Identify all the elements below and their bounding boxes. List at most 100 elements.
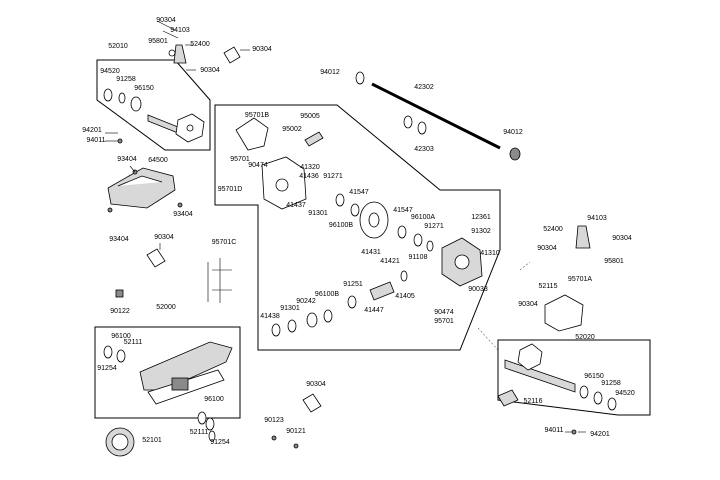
part-label-91258-b: 91258 bbox=[601, 380, 621, 387]
rear-axle-shaft bbox=[371, 82, 501, 150]
part-label-94520-b: 94520 bbox=[615, 390, 635, 397]
bearing bbox=[413, 233, 423, 247]
seal-ring bbox=[103, 345, 113, 359]
part-label-90123: 90123 bbox=[264, 417, 284, 424]
part-label-12361: 12361 bbox=[471, 214, 491, 221]
clip-wire bbox=[223, 46, 241, 64]
part-label-41320: 41320 bbox=[300, 164, 320, 171]
seal-ring bbox=[347, 295, 357, 309]
arrow-final-drive-to-rear bbox=[477, 327, 499, 351]
part-label-95701c: 95701C bbox=[211, 239, 237, 246]
part-label-96100-a: 96100 bbox=[111, 333, 131, 340]
part-label-64500: 64500 bbox=[148, 157, 168, 164]
part-label-96100-b: 96100 bbox=[204, 396, 224, 403]
part-label-90304-a: 90304 bbox=[156, 17, 176, 24]
part-label-94103-a: 94103 bbox=[170, 27, 190, 34]
hose-clip bbox=[146, 248, 166, 268]
part-label-52101: 52101 bbox=[142, 437, 162, 444]
bearing bbox=[205, 417, 215, 431]
bracket-rib bbox=[117, 175, 163, 187]
part-label-95701-b: 95701 bbox=[434, 318, 454, 325]
part-label-41438: 41438 bbox=[260, 313, 280, 320]
part-label-41405: 41405 bbox=[395, 293, 415, 300]
seal-ring bbox=[271, 323, 281, 337]
housing-hole bbox=[454, 254, 470, 270]
part-label-90304-d: 90304 bbox=[154, 234, 174, 241]
part-label-94103-b: 94103 bbox=[587, 215, 607, 222]
gear-case-hole bbox=[275, 178, 289, 192]
part-label-91271-b: 91271 bbox=[424, 223, 444, 230]
leader-line bbox=[129, 165, 136, 173]
part-label-96100b-b: 96100B bbox=[314, 291, 340, 298]
rubber-boot-right bbox=[575, 225, 591, 249]
part-label-93404-b: 93404 bbox=[173, 211, 193, 218]
part-label-41436: 41436 bbox=[299, 173, 319, 180]
bolt-90121 bbox=[293, 443, 299, 449]
part-label-90304-b: 90304 bbox=[200, 67, 220, 74]
part-label-95701-a: 95701 bbox=[230, 156, 250, 163]
front-driveshaft bbox=[147, 114, 179, 134]
part-label-41437: 41437 bbox=[286, 202, 306, 209]
bracket-52116 bbox=[497, 389, 519, 407]
part-label-91254-a: 91254 bbox=[97, 365, 117, 372]
bolt-90123 bbox=[271, 435, 277, 441]
bearing bbox=[509, 147, 521, 161]
seal-ring bbox=[323, 309, 333, 323]
seal-ring bbox=[197, 411, 207, 425]
part-label-96150-b: 96150 bbox=[584, 373, 604, 380]
part-label-90304-h: 90304 bbox=[306, 381, 326, 388]
bracket-52115 bbox=[544, 294, 584, 332]
part-label-91251: 91251 bbox=[343, 281, 363, 288]
bearing bbox=[355, 71, 365, 85]
clamp-ring bbox=[168, 49, 176, 57]
part-label-52115: 52115 bbox=[538, 283, 558, 290]
part-label-52400-b: 52400 bbox=[543, 226, 563, 233]
seal-ring bbox=[400, 270, 408, 282]
group-box-rear-driveshaft bbox=[497, 339, 651, 416]
rear-flange bbox=[517, 343, 543, 371]
part-label-96100b-a: 96100B bbox=[328, 222, 354, 229]
part-label-90304-e: 90304 bbox=[612, 235, 632, 242]
part-label-52010: 52010 bbox=[108, 43, 128, 50]
part-label-90122: 90122 bbox=[110, 308, 130, 315]
arrow-rear-up bbox=[519, 261, 531, 271]
bearing bbox=[350, 203, 360, 217]
case-gasket bbox=[235, 117, 269, 151]
seal-ring bbox=[607, 397, 617, 411]
part-label-90304-c: 90304 bbox=[252, 46, 272, 53]
part-label-93404-a: 93404 bbox=[117, 156, 137, 163]
part-label-90033: 90033 bbox=[468, 286, 488, 293]
part-label-52020: 52020 bbox=[575, 334, 595, 341]
part-label-91302: 91302 bbox=[471, 228, 491, 235]
part-label-42302: 42302 bbox=[414, 84, 434, 91]
part-label-95005: 95005 bbox=[300, 113, 320, 120]
part-label-91301-b: 91301 bbox=[280, 305, 300, 312]
part-label-91301-a: 91301 bbox=[308, 210, 328, 217]
part-label-90474-a: 90474 bbox=[248, 162, 268, 169]
rubber-boot-left bbox=[173, 44, 187, 64]
bracket-bolt bbox=[177, 202, 183, 208]
part-label-94520-a: 94520 bbox=[100, 68, 120, 75]
group-box-swingarm bbox=[94, 326, 241, 419]
boot-ring bbox=[111, 433, 129, 451]
part-label-94011-a: 94011 bbox=[86, 137, 106, 144]
clip-90304 bbox=[302, 393, 322, 413]
bracket-bolt bbox=[107, 207, 113, 213]
part-label-41447: 41447 bbox=[364, 307, 384, 314]
leader-line bbox=[162, 30, 179, 39]
bearing bbox=[130, 96, 142, 112]
plug-90122 bbox=[115, 289, 124, 298]
bolt-head bbox=[117, 138, 123, 144]
seal-ring bbox=[426, 240, 434, 252]
flange-hole bbox=[186, 124, 194, 132]
part-label-52111-b: 52111 bbox=[189, 429, 209, 436]
seal-ring bbox=[397, 225, 407, 239]
swingarm-body bbox=[139, 341, 233, 391]
part-label-90242: 90242 bbox=[296, 298, 316, 305]
snap-ring bbox=[208, 430, 216, 442]
part-label-95701d: 95701D bbox=[217, 186, 243, 193]
part-label-95701a: 95701A bbox=[567, 276, 593, 283]
part-label-93404-c: 93404 bbox=[109, 236, 129, 243]
